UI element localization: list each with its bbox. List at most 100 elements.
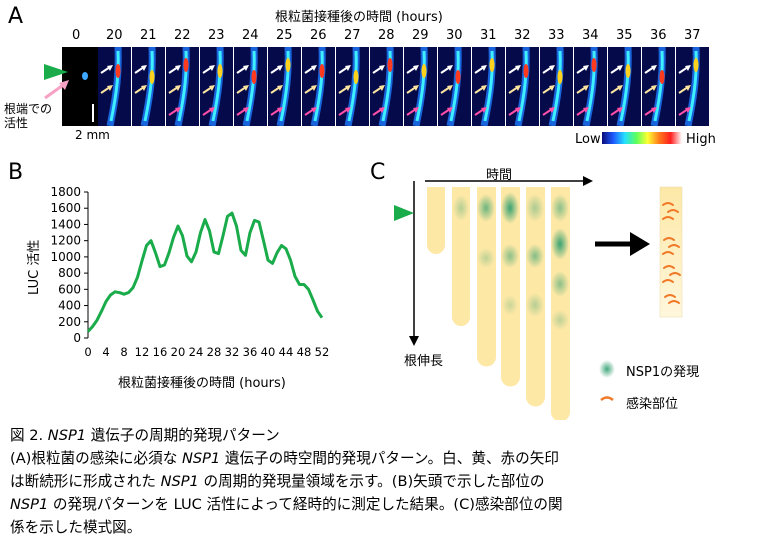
time-label: 27 [344, 28, 361, 43]
legend-infection-label: 感染部位 [626, 397, 679, 412]
y-tick-label: 0 [73, 331, 81, 345]
strip-time-31 [472, 47, 505, 126]
caption-title: 図 2. NSP1 遺伝子の周期的発現パターン [10, 424, 752, 447]
y-tick-label: 600 [58, 282, 81, 296]
caption-line-2a: は断続形に形成された [10, 473, 161, 490]
colorbar [602, 132, 682, 144]
panel-a-letter: A [8, 4, 24, 29]
time-label: 21 [140, 28, 157, 43]
y-tick-label: 200 [58, 315, 81, 329]
caption-line-3b: の発現パターンを LUC 活性によって経時的に測定した結果。(C)感染部位の関 [48, 496, 563, 513]
legend-expression-label: NSP1の発現 [626, 365, 700, 380]
scale-bar-label: 2 mm [75, 128, 110, 142]
result-arrow-icon [630, 232, 650, 256]
caption-line-3-gene: NSP1 [10, 496, 49, 513]
x-tick-label: 48 [297, 345, 312, 359]
x-tick-label: 36 [243, 345, 258, 359]
time-label: 29 [412, 28, 429, 43]
time-label: 0 [72, 28, 81, 43]
y-tick-label: 1400 [50, 217, 81, 231]
root-tip-label-line2: 活性 [4, 116, 29, 130]
figure-caption: 図 2. NSP1 遺伝子の周期的発現パターン (A)根粒菌の感染に必須な NS… [10, 424, 752, 539]
caption-line-3: NSP1 の発現パターンを LUC 活性によって経時的に測定した結果。(C)感染… [10, 493, 752, 516]
strip-time-35 [608, 47, 641, 126]
time-label: 32 [514, 28, 531, 43]
time-label: 36 [650, 28, 667, 43]
strip-time-27 [336, 47, 369, 126]
time-label: 31 [480, 28, 497, 43]
y-tick-label: 800 [58, 266, 81, 280]
colorbar-high-label: High [686, 132, 716, 147]
time-label: 30 [446, 28, 463, 43]
y-tick-label: 400 [58, 299, 81, 313]
x-tick-label: 44 [279, 345, 294, 359]
panel-c-letter: C [370, 160, 386, 185]
caption-title-prefix: 図 2. [10, 427, 48, 444]
x-tick-label: 40 [261, 345, 276, 359]
schematic-diagram [394, 176, 683, 420]
root-tip-label-line1: 根端での [4, 102, 53, 116]
panel-a-axis-title: 根粒菌接種後の時間 (hours) [275, 10, 443, 25]
caption-line-1a: (A)根粒菌の感染に必須な [10, 450, 182, 467]
time-label: 26 [310, 28, 327, 43]
caption-title-gene: NSP1 [47, 427, 87, 444]
x-tick-label: 28 [207, 345, 222, 359]
strip-time-32 [506, 47, 539, 126]
strip-time-34 [574, 47, 607, 126]
x-tick-label: 52 [315, 345, 330, 359]
caption-line-2b: の周期的発現量領域を示す。(B)矢頭で示した部位の [198, 473, 545, 490]
panel-b-letter: B [8, 160, 24, 185]
caption-line-1-gene: NSP1 [181, 450, 221, 467]
strip-time-23 [200, 47, 233, 126]
arrowhead-green-icon [44, 64, 68, 80]
caption-line-2-gene: NSP1 [160, 473, 199, 490]
strip-time-37 [676, 47, 709, 126]
strip-time-33 [540, 47, 573, 126]
time-label: 33 [548, 28, 565, 43]
chart-xlabel: 根粒菌接種後の時間 (hours) [118, 376, 286, 391]
y-tick-label: 1200 [50, 234, 81, 248]
x-tick-label: 4 [102, 345, 109, 359]
x-tick-label: 0 [84, 345, 91, 359]
time-label: 20 [106, 28, 123, 43]
root-tip-label: 根端での 活性 [4, 102, 52, 130]
caption-line-1b: 遺伝子の時空間的発現パターン。白、黄、赤の矢印 [220, 450, 559, 467]
series-line [86, 211, 324, 333]
time-arrow-label: 時間 [486, 168, 513, 183]
time-label: 24 [242, 28, 259, 43]
y-tick-label: 1600 [50, 201, 81, 215]
x-tick-label: 24 [189, 345, 204, 359]
x-tick-label: 20 [171, 345, 186, 359]
legend-expression-swatch [599, 360, 615, 378]
strip-time-20 [98, 47, 131, 126]
x-tick-label: 12 [135, 345, 150, 359]
strip-time-0 [62, 47, 98, 126]
strip-time-24 [234, 47, 267, 126]
time-label: 23 [208, 28, 225, 43]
time-label: 22 [174, 28, 191, 43]
arrowhead-c-icon [394, 205, 414, 221]
x-tick-label: 8 [120, 345, 127, 359]
caption-line-1: (A)根粒菌の感染に必須な NSP1 遺伝子の時空間的発現パターン。白、黄、赤の… [10, 447, 752, 470]
colorbar-low-label: Low [575, 132, 601, 147]
y-tick-label: 1000 [50, 250, 81, 264]
time-label: 37 [684, 28, 701, 43]
legend-infection-swatch [600, 396, 614, 402]
x-tick-label: 32 [225, 345, 240, 359]
time-label: 25 [276, 28, 293, 43]
strip-time-21 [132, 47, 165, 126]
strip-time-22 [166, 47, 199, 126]
strip-time-36 [642, 47, 675, 126]
time-label: 28 [378, 28, 395, 43]
strip-time-29 [404, 47, 437, 126]
y-tick-label: 1800 [50, 185, 81, 199]
strip-time-30 [438, 47, 471, 126]
time-label: 35 [616, 28, 633, 43]
caption-title-suffix: 遺伝子の周期的発現パターン [86, 427, 280, 444]
caption-line-4: 係を示した模式図。 [10, 519, 142, 536]
strip-time-28 [370, 47, 403, 126]
strip-time-25 [268, 47, 301, 126]
strip-time-26 [302, 47, 335, 126]
time-label: 34 [582, 28, 599, 43]
caption-line-2: は断続形に形成された NSP1 の周期的発現量領域を示す。(B)矢頭で示した部位… [10, 470, 752, 493]
